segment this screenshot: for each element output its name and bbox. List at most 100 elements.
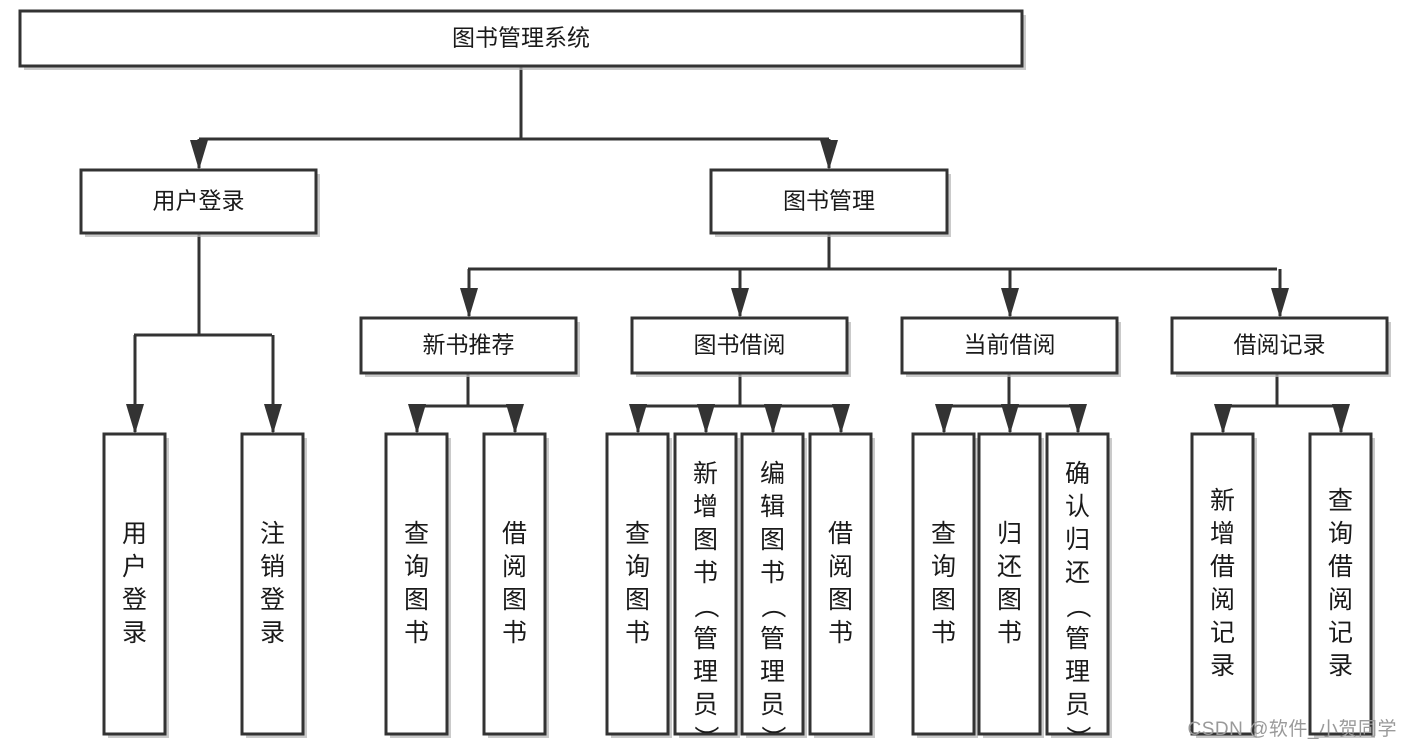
node-label-char: 录	[260, 619, 285, 647]
node-label-char: 查	[931, 520, 956, 548]
node-l2-current[interactable]: 当前借阅	[900, 316, 1121, 377]
arrow-head-icon	[506, 404, 524, 434]
node-label: 图书管理系统	[452, 25, 590, 51]
node-box[interactable]	[808, 432, 873, 736]
arrow-head-icon	[935, 404, 953, 434]
node-label-char: 图	[693, 526, 718, 554]
edge-to-l3-addbook	[697, 404, 715, 434]
edge-to-l1-book	[820, 139, 838, 170]
node-box[interactable]	[709, 168, 949, 235]
edge-to-l3-logout	[264, 335, 282, 434]
nodes-layer: 图书管理系统用户登录图书管理新书推荐图书借阅当前借阅借阅记录用户登录注销登录查询…	[18, 9, 1391, 747]
node-box[interactable]	[740, 432, 805, 736]
node-label-char: （	[759, 593, 787, 618]
node-label-char: 记	[1328, 619, 1353, 647]
connector-bus-root	[199, 66, 829, 141]
node-label-char: 辑	[760, 493, 785, 521]
node-label: 图书借阅	[694, 332, 786, 358]
arrow-head-icon	[1332, 404, 1350, 434]
node-l2-record[interactable]: 借阅记录	[1170, 316, 1391, 377]
node-label-char: ）	[759, 725, 787, 747]
node-label-char: 认	[1065, 493, 1090, 521]
node-label: 图书管理	[783, 188, 875, 214]
node-label-char: 查	[1328, 487, 1353, 515]
node-label-char: 理	[1065, 658, 1090, 686]
node-box[interactable]	[977, 432, 1042, 736]
node-label-char: 理	[760, 658, 785, 686]
node-label-char: 登	[122, 586, 147, 614]
edge-to-l2-borrow	[731, 269, 749, 318]
node-box[interactable]	[900, 316, 1119, 375]
node-box[interactable]	[605, 432, 670, 736]
arrow-head-icon	[1001, 404, 1019, 434]
node-label-char: 录	[1210, 652, 1235, 680]
node-l2-borrow[interactable]: 图书借阅	[630, 316, 851, 377]
node-box[interactable]	[79, 168, 318, 235]
node-box[interactable]	[630, 316, 849, 375]
node-label-char: 书	[931, 619, 956, 647]
arrow-head-icon	[1001, 288, 1019, 318]
node-label-char: 登	[260, 586, 285, 614]
node-label: 当前借阅	[964, 332, 1056, 358]
node-box[interactable]	[1308, 432, 1373, 736]
node-label-char: 书	[693, 559, 718, 587]
node-label: 借阅记录	[1234, 332, 1326, 358]
node-label-char: 阅	[828, 553, 853, 581]
node-l1-login[interactable]: 用户登录	[79, 168, 320, 237]
node-box[interactable]	[18, 9, 1024, 68]
node-label-char: 户	[122, 553, 147, 581]
node-label-char: 理	[693, 658, 718, 686]
node-label-char: 借	[1210, 553, 1235, 581]
edge-to-l3-borrowbook1	[506, 404, 524, 434]
node-label-char: 询	[1328, 520, 1353, 548]
node-label-char: 图	[760, 526, 785, 554]
node-l2-newbook[interactable]: 新书推荐	[359, 316, 580, 377]
node-box[interactable]	[240, 432, 305, 736]
edge-to-l1-login	[190, 139, 208, 170]
node-box[interactable]	[1170, 316, 1389, 375]
node-box[interactable]	[384, 432, 449, 736]
node-label-char: 管	[693, 625, 718, 653]
node-box[interactable]	[482, 432, 547, 736]
arrow-head-icon	[731, 288, 749, 318]
node-root[interactable]: 图书管理系统	[18, 9, 1026, 70]
node-label: 新书推荐	[423, 332, 515, 358]
node-label-char: 员	[1065, 691, 1090, 719]
node-label-char: 管	[1065, 625, 1090, 653]
arrow-head-icon	[832, 404, 850, 434]
node-box[interactable]	[359, 316, 578, 375]
node-label-char: 书	[760, 559, 785, 587]
node-box[interactable]	[102, 432, 167, 736]
node-label-char: 还	[997, 553, 1022, 581]
arrow-head-icon	[460, 288, 478, 318]
node-box[interactable]	[911, 432, 976, 736]
node-label-char: 查	[404, 520, 429, 548]
node-l3-userlogin[interactable]: 用户登录	[102, 432, 169, 738]
node-box[interactable]	[673, 432, 738, 736]
node-l1-book[interactable]: 图书管理	[709, 168, 951, 237]
node-box[interactable]	[1190, 432, 1255, 736]
node-box[interactable]	[1045, 432, 1110, 736]
